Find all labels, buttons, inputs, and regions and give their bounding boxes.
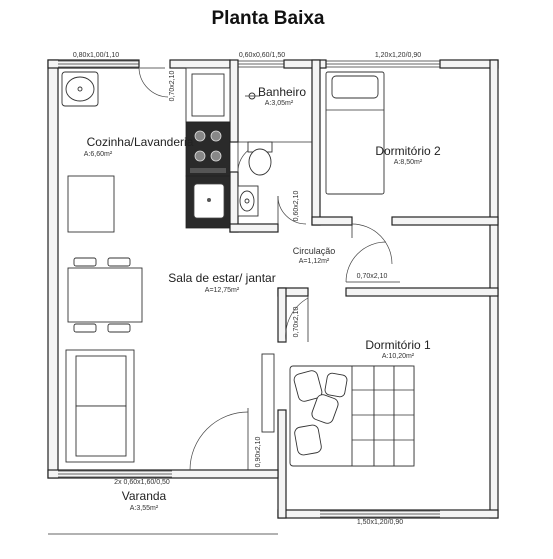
room-name-sala: Sala de estar/ jantar <box>168 271 275 285</box>
room-name-cozinha: Cozinha/Lavanderia <box>87 135 194 149</box>
sofa <box>65 349 135 463</box>
kitchen-fixtures <box>61 67 231 233</box>
label-door-dorm2: 0,70x2,10 <box>357 273 388 280</box>
label-window-bath: 0,60x0,60/1,50 <box>239 52 285 59</box>
bath-west-wall-upper <box>229 59 239 143</box>
fridge <box>185 67 231 123</box>
dining-table <box>67 267 143 323</box>
bath-west-wall-lower <box>229 171 239 233</box>
bath-sink <box>237 185 259 217</box>
door-bath-lower <box>277 195 307 225</box>
bed-quilt <box>351 365 415 467</box>
label-window-front: 2x 0,60x1,60/0,50 <box>114 479 170 486</box>
bed-dorm1 <box>289 365 415 467</box>
label-door-bath: 0,60x2,10 <box>293 191 300 222</box>
label-door-front: 0,90x2,10 <box>255 437 262 468</box>
dorm1-north-wall <box>345 287 499 297</box>
label-door-kitchen: 0,70x2,10 <box>169 71 176 102</box>
room-name-circulacao: Circulação <box>293 246 336 256</box>
room-area-banheiro: A:3,05m² <box>265 100 294 107</box>
dorm1-west-wall-upper <box>277 287 287 343</box>
chair <box>73 323 97 333</box>
west-wall <box>47 59 59 479</box>
label-window-kitchen: 0,80x1,00/1,10 <box>73 52 119 59</box>
door-kitchen-exterior <box>138 67 169 98</box>
bed-dorm2 <box>325 71 385 195</box>
window-dorm2 <box>326 60 440 68</box>
room-area-dormitorio2: A:8,50m² <box>394 159 423 166</box>
dimension-labels: 0,80x1,00/1,10 0,60x0,60/1,50 1,20x1,20/… <box>73 52 421 526</box>
room-labels: Cozinha/Lavanderia A:6,60m² Banheiro A:3… <box>84 85 441 512</box>
chair <box>107 257 131 267</box>
room-name-varanda: Varanda <box>122 489 167 503</box>
window-front <box>58 470 172 478</box>
doors <box>138 67 400 471</box>
room-area-circulacao: A=1,12m² <box>299 258 330 265</box>
room-area-dormitorio1: A:10,20m² <box>382 353 415 360</box>
door-front <box>189 408 249 471</box>
window-bath <box>238 60 284 68</box>
bath-south-wall <box>229 223 279 233</box>
room-area-sala: A=12,75m² <box>205 287 240 294</box>
room-area-varanda: A:3,55m² <box>130 505 159 512</box>
chair <box>73 257 97 267</box>
bath-east-wall <box>311 59 321 226</box>
room-name-dormitorio1: Dormitório 1 <box>365 338 431 352</box>
chair <box>107 323 131 333</box>
label-door-dorm1: 0,70x2,10 <box>293 307 300 338</box>
kitchen-sink <box>185 175 231 229</box>
door-dorm1-top <box>345 241 400 283</box>
windows <box>58 60 440 518</box>
dorm2-south-wall-left <box>311 216 353 226</box>
dining-set <box>67 257 143 333</box>
north-wall-dorm2 <box>439 59 499 69</box>
tv-rack <box>261 353 275 433</box>
bathroom-fixtures <box>237 92 312 217</box>
room-name-dormitorio2: Dormitório 2 <box>375 144 441 158</box>
window-kitchen <box>58 60 139 68</box>
washing-machine <box>67 175 115 233</box>
dorm1-west-wall-lower <box>277 409 287 519</box>
label-window-dorm1: 1,50x1,20/0,90 <box>357 519 403 526</box>
north-wall-center <box>169 59 231 69</box>
room-name-banheiro: Banheiro <box>258 85 306 99</box>
window-dorm1 <box>320 510 440 518</box>
stove <box>185 121 231 177</box>
plan-title: Planta Baixa <box>212 8 325 29</box>
label-window-dorm2: 1,20x1,20/0,90 <box>375 52 421 59</box>
pillows <box>293 370 348 456</box>
door-dorm1 <box>285 296 309 343</box>
door-dorm2 <box>351 223 393 265</box>
toilet <box>247 141 273 176</box>
laundry-tank <box>61 71 99 107</box>
dorm2-south-wall-right <box>391 216 499 226</box>
room-area-cozinha: A:6,60m² <box>84 151 113 158</box>
